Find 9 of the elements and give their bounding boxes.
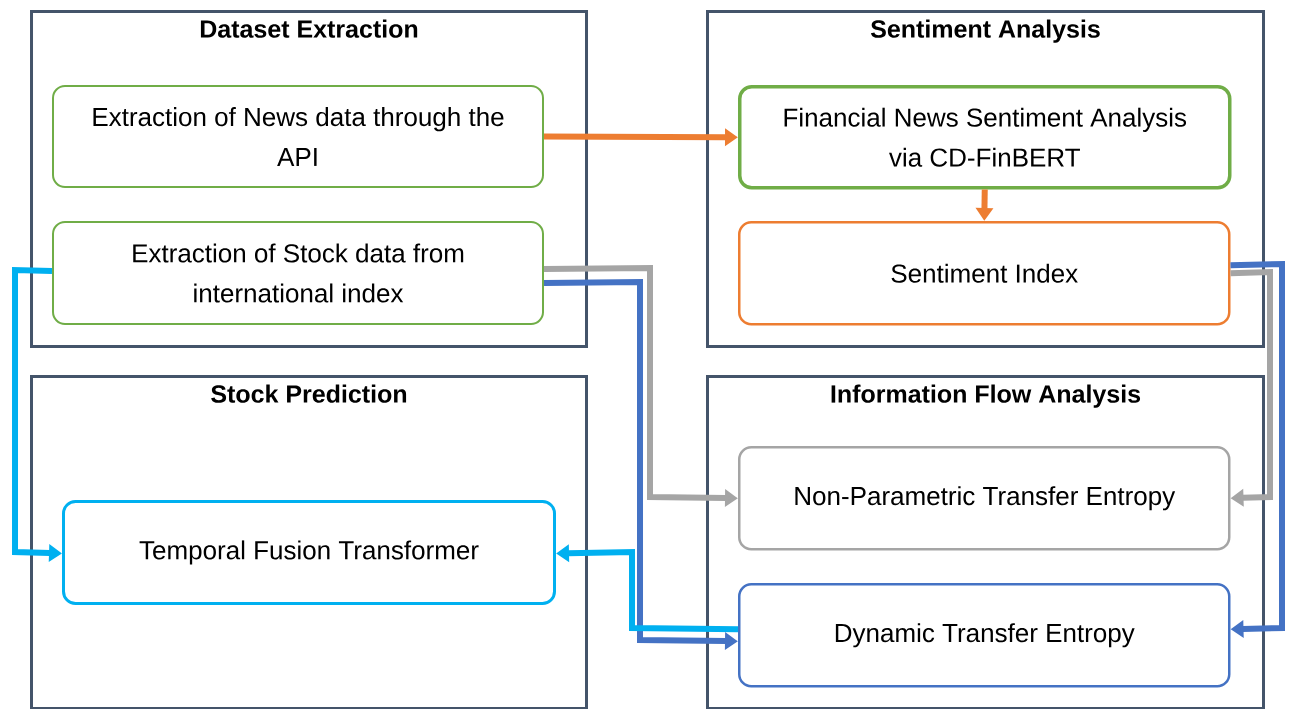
process-box: Financial News Sentiment Analysis via CD-FinBERT — [738, 85, 1232, 190]
process-box: Temporal Fusion Transformer — [62, 500, 556, 605]
process-box: Extraction of Stock data from international index — [52, 221, 544, 325]
process-box: Non-Parametric Transfer Entropy — [738, 446, 1231, 551]
arrow — [1230, 268, 1273, 507]
process-box: Dynamic Transfer Entropy — [738, 583, 1231, 688]
process-box: Extraction of News data through the API — [52, 85, 544, 188]
arrow — [1230, 260, 1285, 638]
process-box: Sentiment Index — [738, 221, 1231, 326]
